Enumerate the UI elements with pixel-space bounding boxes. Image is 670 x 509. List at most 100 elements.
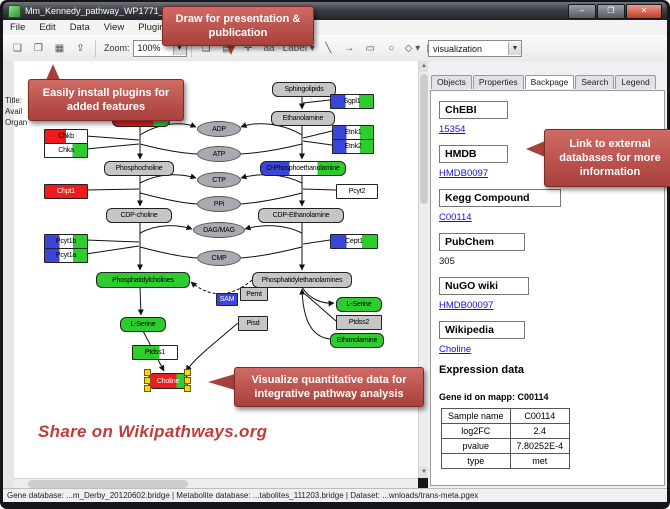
expression-table-cell: Sample name — [441, 408, 511, 424]
vertical-scrollbar[interactable]: ▲ ▼ — [418, 61, 429, 478]
pathway-node-ppi[interactable]: PPi — [197, 196, 241, 212]
selection-handle[interactable] — [144, 385, 151, 392]
export-icon[interactable]: ⇪ — [76, 42, 85, 54]
database-name-header: PubChem — [439, 233, 526, 251]
pathway-node-sam[interactable]: SAM — [216, 293, 238, 306]
pathway-node-l-serine[interactable]: L-Serine — [336, 297, 382, 312]
database-id-link[interactable]: HMDB0097 — [439, 168, 489, 179]
pathway-node-sphingolipids[interactable]: Sphingolipids — [272, 82, 336, 97]
horizontal-scrollbar[interactable] — [14, 478, 418, 489]
pathway-node-dag-mag[interactable]: DAG/MAG — [193, 222, 245, 238]
shapes-tool-icon[interactable]: ◇ ▾ — [404, 42, 421, 54]
menu-data[interactable]: Data — [69, 22, 90, 33]
database-id-link[interactable]: Choline — [439, 344, 472, 355]
label-tool[interactable]: Label ▾ — [282, 42, 315, 54]
menu-file[interactable]: File — [10, 22, 26, 33]
pathway-node-choline[interactable]: Choline — [148, 373, 188, 389]
pathway-node-chpt1[interactable]: Chpt1 — [44, 184, 88, 199]
pathway-edge — [299, 288, 331, 340]
scroll-down-icon[interactable]: ▼ — [419, 467, 429, 478]
expression-table-cell: type — [441, 453, 511, 469]
selection-handle[interactable] — [144, 369, 151, 376]
pathway-node-phosphatidylethanolamines[interactable]: Phosphatidylethanolamines — [252, 272, 352, 288]
tab-objects[interactable]: Objects — [431, 75, 472, 89]
selection-handle[interactable] — [184, 377, 191, 384]
selection-handle[interactable] — [184, 385, 191, 392]
tab-backpage[interactable]: Backpage — [524, 75, 575, 89]
callout-link-external-databases: Link to external databases for more info… — [544, 129, 670, 187]
close-button[interactable]: ✕ — [626, 3, 662, 19]
database-id-link[interactable]: C00114 — [439, 212, 472, 223]
pathway-node-cept1[interactable]: Cept1 — [330, 234, 378, 249]
vertical-scroll-thumb[interactable] — [420, 74, 428, 204]
pathway-canvas[interactable]: SphingolipidsEthanolamineCholine Sgpl1Chk… — [14, 61, 418, 478]
visualization-combobox[interactable]: visualization ▼ — [428, 40, 522, 57]
pathway-node-phosphocholine[interactable]: Phosphocholine — [104, 161, 174, 176]
minimize-button[interactable]: – — [568, 3, 596, 19]
window-title: Mm_Kennedy_pathway_WP1771_45176.gpml — [25, 6, 211, 16]
pathway-node-chka[interactable]: Chka — [44, 143, 88, 158]
pathway-edge — [85, 245, 140, 255]
new-file-icon[interactable]: ❏ — [13, 42, 22, 54]
menu-edit[interactable]: Edit — [39, 22, 56, 33]
menu-view[interactable]: View — [103, 22, 125, 33]
pathway-node-etnk1[interactable]: Etnk1 — [332, 125, 374, 140]
selection-handle[interactable] — [144, 377, 151, 384]
ellipse-tool-icon[interactable]: ○ — [388, 42, 395, 54]
pathway-node-o-phosphoethanolamine[interactable]: O-Phosphoethanolamine — [260, 161, 346, 176]
pathway-node-ethanolamine[interactable]: Ethanolamine — [271, 111, 335, 126]
maximize-button[interactable]: ❐ — [597, 3, 625, 19]
chevron-down-icon[interactable]: ▼ — [508, 42, 521, 55]
pathway-node-sgpl1[interactable]: Sgpl1 — [330, 94, 374, 109]
pathway-node-pcyt2[interactable]: Pcyt2 — [336, 184, 378, 199]
tab-properties[interactable]: Properties — [472, 75, 524, 89]
pathway-node-etnk2[interactable]: Etnk2 — [332, 139, 374, 154]
text-tool-icon[interactable]: aa — [263, 42, 275, 54]
scroll-up-icon[interactable]: ▲ — [419, 61, 429, 72]
pathway-node-ctp[interactable]: CTP — [197, 172, 241, 188]
pathway-node-atp[interactable]: ATP — [197, 146, 241, 162]
tab-search[interactable]: Search — [575, 75, 615, 89]
pathway-node-pisd[interactable]: Pisd — [238, 316, 268, 331]
pathway-node-ethanolamine[interactable]: Ethanolamine — [330, 333, 384, 348]
pathway-node-ptdss1[interactable]: Ptdss1 — [132, 345, 178, 360]
copy-icon[interactable]: ❑ — [201, 42, 211, 54]
pathway-node-adp[interactable]: ADP — [197, 121, 241, 137]
open-folder-icon[interactable]: ❐ — [34, 42, 43, 54]
database-id-link[interactable]: 15354 — [439, 124, 466, 135]
pathway-node-pcyt1b[interactable]: Pcyt1b — [44, 234, 88, 249]
zoom-label: Zoom: — [104, 43, 130, 53]
title-bar[interactable]: Mm_Kennedy_pathway_WP1771_45176.gpml – ❐… — [3, 2, 667, 20]
pathway-node-chkb[interactable]: Chkb — [44, 129, 88, 144]
callout-draw-for-presentation: Draw for presentation & publication — [162, 6, 314, 46]
rectangle-tool-icon[interactable]: ▭ — [365, 42, 375, 54]
line-tool-icon[interactable]: ╲ — [325, 42, 332, 54]
pathway-node-phosphatidylcholines[interactable]: Phosphatidylcholines — [96, 272, 190, 288]
pathway-edge — [139, 246, 198, 259]
arrow-tool-icon[interactable]: → — [344, 42, 355, 54]
pathway-node-pemt[interactable]: Pemt — [240, 287, 268, 301]
pathway-node-ptdss2[interactable]: Ptdss2 — [336, 315, 382, 330]
menu-plugins[interactable]: Plugins — [138, 22, 170, 33]
database-name-header: NuGO wiki — [439, 277, 530, 295]
pathway-node-cmp[interactable]: CMP — [197, 250, 241, 266]
database-id-link[interactable]: HMDB00097 — [439, 300, 494, 311]
selection-handle[interactable] — [184, 369, 191, 376]
pathway-node-pcyt1a[interactable]: Pcyt1a — [44, 248, 88, 263]
status-bar: Gene database: ...m_Derby_20120602.bridg… — [3, 488, 667, 502]
pathway-node-cdp-choline[interactable]: CDP-choline — [106, 208, 172, 223]
save-icon[interactable]: ▦ — [54, 42, 65, 54]
pathway-node-cdp-ethanolamine[interactable]: CDP-Ethanolamine — [258, 208, 344, 223]
pathway-edges-layer — [85, 95, 337, 372]
callout-pointer-left-icon — [526, 141, 545, 157]
selection-tool-icon[interactable]: ✛ — [243, 42, 253, 54]
horizontal-scroll-thumb[interactable] — [28, 480, 188, 488]
pathway-edge — [304, 293, 337, 322]
pathway-node-l-serine[interactable]: L-Serine — [120, 317, 166, 332]
tab-legend[interactable]: Legend — [615, 75, 656, 89]
